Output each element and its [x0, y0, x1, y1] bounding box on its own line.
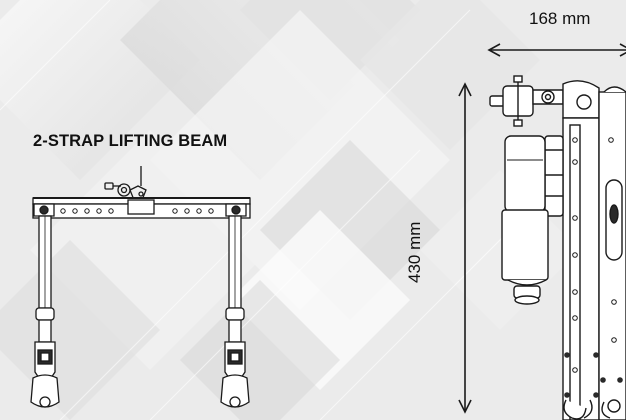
- product-title: 2-STRAP LIFTING BEAM: [33, 132, 228, 150]
- height-dimension-label: 430 mm: [405, 221, 424, 283]
- lifting-beam-illustration: [30, 166, 251, 408]
- height-dimension-arrow: [458, 82, 472, 414]
- lift-motor-illustration: [489, 75, 626, 420]
- width-dimension-arrow: [487, 43, 626, 57]
- width-dimension-label: 168 mm: [529, 9, 591, 28]
